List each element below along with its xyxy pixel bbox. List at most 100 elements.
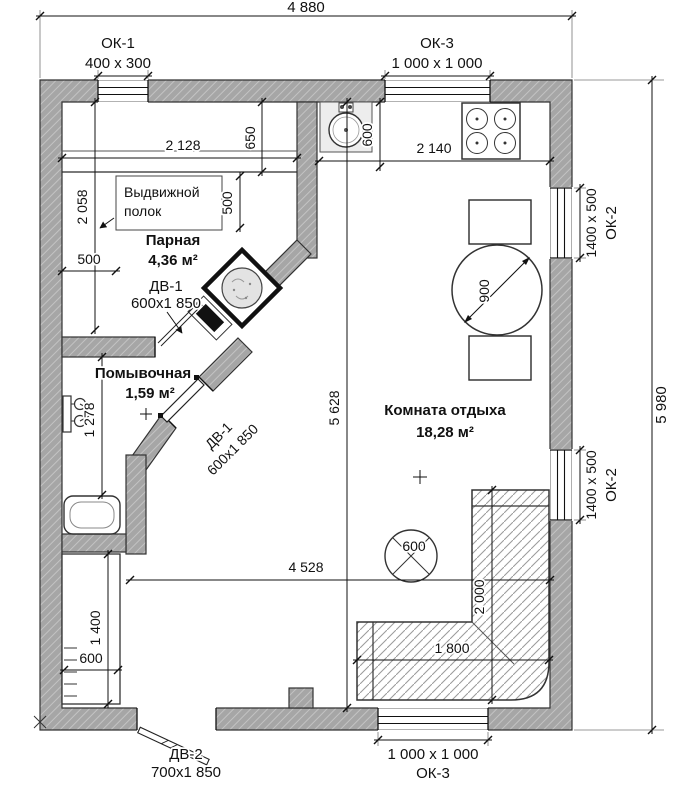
window-ok3-top-name: ОК-3 — [420, 35, 454, 52]
label-window-ok2-lower: 1400 x 500 ОК-2 — [574, 445, 622, 525]
dim-5628-text: 5 628 — [326, 390, 342, 425]
chimney-stub — [288, 687, 314, 709]
dim-650: 650 — [240, 97, 267, 177]
window-ok3-top — [384, 80, 491, 102]
dim-1400-bench: 1 400 — [85, 549, 113, 709]
door-dv1-wash — [158, 375, 214, 429]
label-dv1-steam: ДВ-1 600х1 850 — [129, 276, 203, 334]
window-ok3-bottom-size: 1 000 x 1 000 — [388, 746, 479, 763]
dim-650-text: 650 — [242, 126, 258, 150]
dim-2128-text: 2 128 — [165, 137, 200, 153]
dim-overall-width: 4 880 — [35, 0, 577, 78]
corner-sofa — [356, 489, 550, 701]
dim-1278: 1 278 — [79, 352, 107, 500]
pullout-shelf: Выдвижной полок — [99, 175, 223, 231]
shelf-label-line2: полок — [124, 203, 162, 219]
door-dv2-size: 700х1 850 — [151, 764, 221, 781]
room-pomyvochnaya-name: Помывочная — [95, 365, 191, 382]
window-ok2-upper-name: ОК-2 — [603, 206, 620, 240]
window-ok2-upper-size: 1400 x 500 — [583, 188, 599, 257]
room-komnata-otdyha: Комната отдыха 18,28 м² — [383, 400, 508, 484]
dim-overall-height-text: 5 980 — [653, 386, 670, 424]
furniture: Выдвижной полок — [33, 101, 550, 729]
interior-wall-vertical-2 — [125, 454, 147, 555]
door-dv1-steam-name: ДВ-1 — [149, 278, 183, 295]
stove-heater — [221, 267, 263, 309]
window-ok2-lower-name: ОК-2 — [603, 468, 620, 502]
dim-1800: 1 800 — [352, 638, 554, 665]
dim-4528-text: 4 528 — [288, 559, 323, 575]
dim-round-table: 600 — [402, 538, 426, 554]
shower-mixer — [62, 395, 90, 433]
dim-2058-text: 2 058 — [74, 189, 90, 224]
dim-2140-text: 2 140 — [416, 140, 451, 156]
label-dv2: ДВ-2 700х1 850 — [149, 744, 223, 783]
dim-600-sink: 600 — [357, 97, 385, 172]
dim-2058: 2 058 — [72, 97, 100, 335]
round-table: 600 — [384, 529, 438, 583]
dim-1278-text: 1 278 — [81, 402, 97, 437]
stove-firebox — [195, 303, 225, 333]
label-dv1-wash: ДВ-1 600х1 850 — [200, 417, 263, 480]
label-window-ok1: ОК-1 400 x 300 — [83, 33, 153, 81]
steam-bench — [62, 150, 297, 173]
dim-2000: 2 000 — [469, 485, 497, 705]
dim-4528: 4 528 — [125, 557, 555, 585]
dim-1800-text: 1 800 — [434, 640, 469, 656]
dim-5628: 5 628 — [324, 97, 352, 713]
label-window-ok3-top: ОК-3 1 000 x 1 000 — [380, 33, 495, 81]
dim-overall-height: 5 980 — [574, 75, 672, 735]
dim-2140: 2 140 — [314, 138, 555, 166]
dim-500-left: 500 — [57, 249, 121, 276]
interior-wall-horizontal-2 — [61, 533, 127, 553]
bathtub — [63, 495, 121, 535]
shelf-label-line1: Выдвижной — [124, 184, 200, 200]
dim-500-shelf: 500 — [217, 171, 245, 233]
door-dv2 — [136, 708, 217, 766]
dim-500-shelf-text: 500 — [219, 191, 235, 215]
window-ok1-name: ОК-1 — [101, 35, 135, 52]
room-labels: Парная 4,36 м² Помывочная 1,59 м² Комнат… — [93, 230, 508, 484]
window-ok2-lower-size: 1400 x 500 — [583, 450, 599, 519]
doors — [136, 301, 245, 766]
dim-600-sink-text: 600 — [359, 123, 375, 147]
room-parnaya-name: Парная — [146, 232, 200, 249]
dimensions: 4 880 5 980 ОК-1 400 x 300 ОК-3 1 000 x … — [35, 0, 672, 784]
dim-table-diameter: 900 — [476, 279, 492, 303]
dim-600-bench-text: 600 — [79, 650, 103, 666]
cooktop — [461, 102, 521, 160]
room-parnaya-area: 4,36 м² — [148, 252, 197, 269]
stove — [195, 246, 284, 333]
interior-wall-vertical — [296, 101, 318, 259]
dim-500-left-text: 500 — [77, 251, 101, 267]
window-ok3-bottom-name: ОК-3 — [416, 765, 450, 782]
interior-wall-horizontal — [61, 336, 156, 358]
dim-600-bench: 600 — [59, 648, 123, 675]
dim-2000-text: 2 000 — [471, 579, 487, 614]
room-parnaya: Парная 4,36 м² — [144, 230, 202, 271]
windows — [97, 80, 572, 730]
room-pomyvochnaya-area: 1,59 м² — [125, 385, 174, 402]
interior-wall-diagonal-mid — [198, 337, 253, 392]
entry-bench — [61, 553, 121, 705]
room-pomyvochnaya: Помывочная 1,59 м² — [93, 363, 193, 420]
room-komnata-name: Комната отдыха — [384, 402, 506, 419]
door-dv1-steam-size: 600х1 850 — [131, 295, 201, 312]
dim-2128: 2 128 — [57, 135, 302, 163]
window-ok3-top-size: 1 000 x 1 000 — [392, 55, 483, 72]
door-dv2-name: ДВ-2 — [169, 746, 203, 763]
window-ok1-size: 400 x 300 — [85, 55, 151, 72]
label-window-ok3-bottom: 1 000 x 1 000 ОК-3 — [373, 732, 493, 784]
label-window-ok2-upper: 1400 x 500 ОК-2 — [574, 183, 622, 263]
window-ok1 — [97, 80, 149, 102]
window-ok3-bottom — [377, 708, 489, 730]
corner-mark — [33, 715, 47, 729]
chair — [468, 199, 532, 245]
dim-1400-bench-text: 1 400 — [87, 610, 103, 645]
dining-set: 900 — [451, 199, 543, 381]
chair — [468, 335, 532, 381]
room-komnata-area: 18,28 м² — [416, 424, 474, 441]
dim-overall-width-text: 4 880 — [287, 0, 325, 16]
